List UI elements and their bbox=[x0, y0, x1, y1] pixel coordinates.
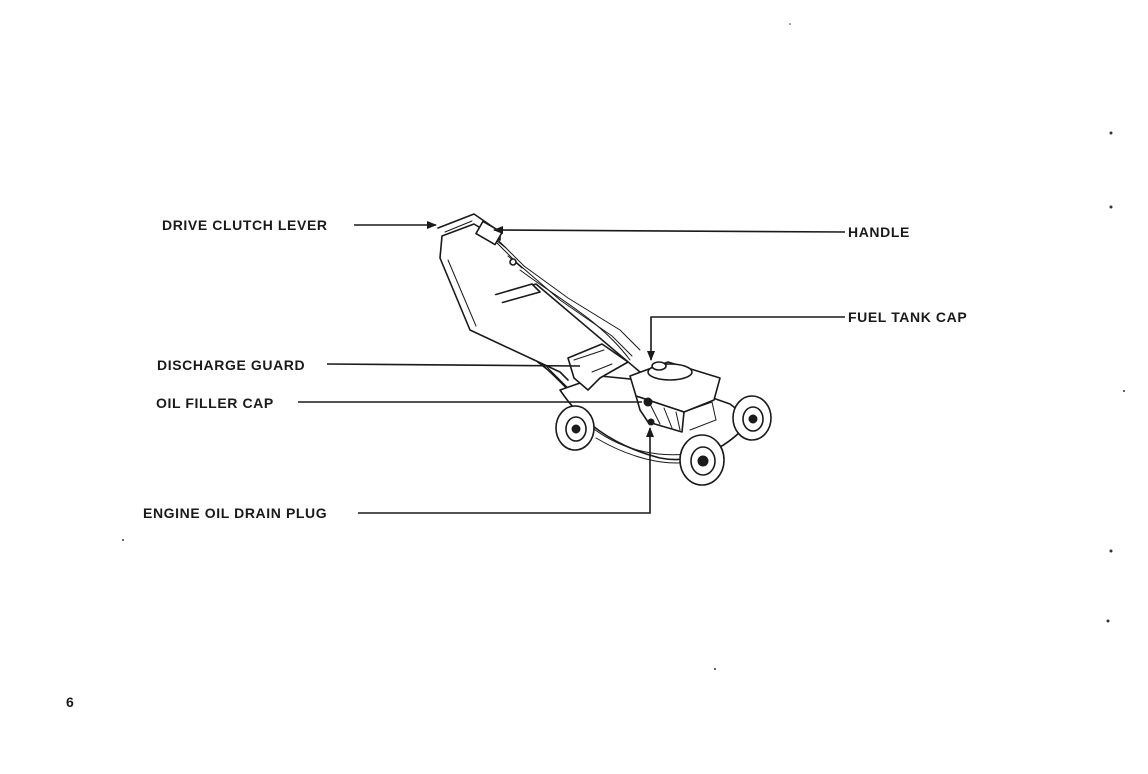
label-engine-oil-drain-plug: ENGINE OIL DRAIN PLUG bbox=[143, 505, 327, 521]
label-drive-clutch-lever: DRIVE CLUTCH LEVER bbox=[162, 217, 328, 233]
label-fuel-tank-cap: FUEL TANK CAP bbox=[848, 309, 967, 325]
label-handle: HANDLE bbox=[848, 224, 910, 240]
wheel-rear-left bbox=[556, 406, 594, 450]
wheel-rear-right bbox=[733, 396, 771, 440]
leader-handle bbox=[494, 230, 845, 232]
scan-specks bbox=[122, 23, 1125, 670]
lawn-mower-illustration bbox=[438, 214, 771, 485]
fuel-tank-cap-part bbox=[652, 362, 666, 370]
oil-filler-cap-part bbox=[644, 398, 652, 406]
page-number: 6 bbox=[66, 694, 74, 710]
wheel-front bbox=[680, 435, 724, 485]
leader-fuel-tank-cap bbox=[651, 317, 845, 360]
leader-engine-oil-drain-plug bbox=[358, 428, 650, 513]
drain-plug-part bbox=[648, 419, 654, 425]
label-discharge-guard: DISCHARGE GUARD bbox=[157, 357, 305, 373]
label-oil-filler-cap: OIL FILLER CAP bbox=[156, 395, 274, 411]
